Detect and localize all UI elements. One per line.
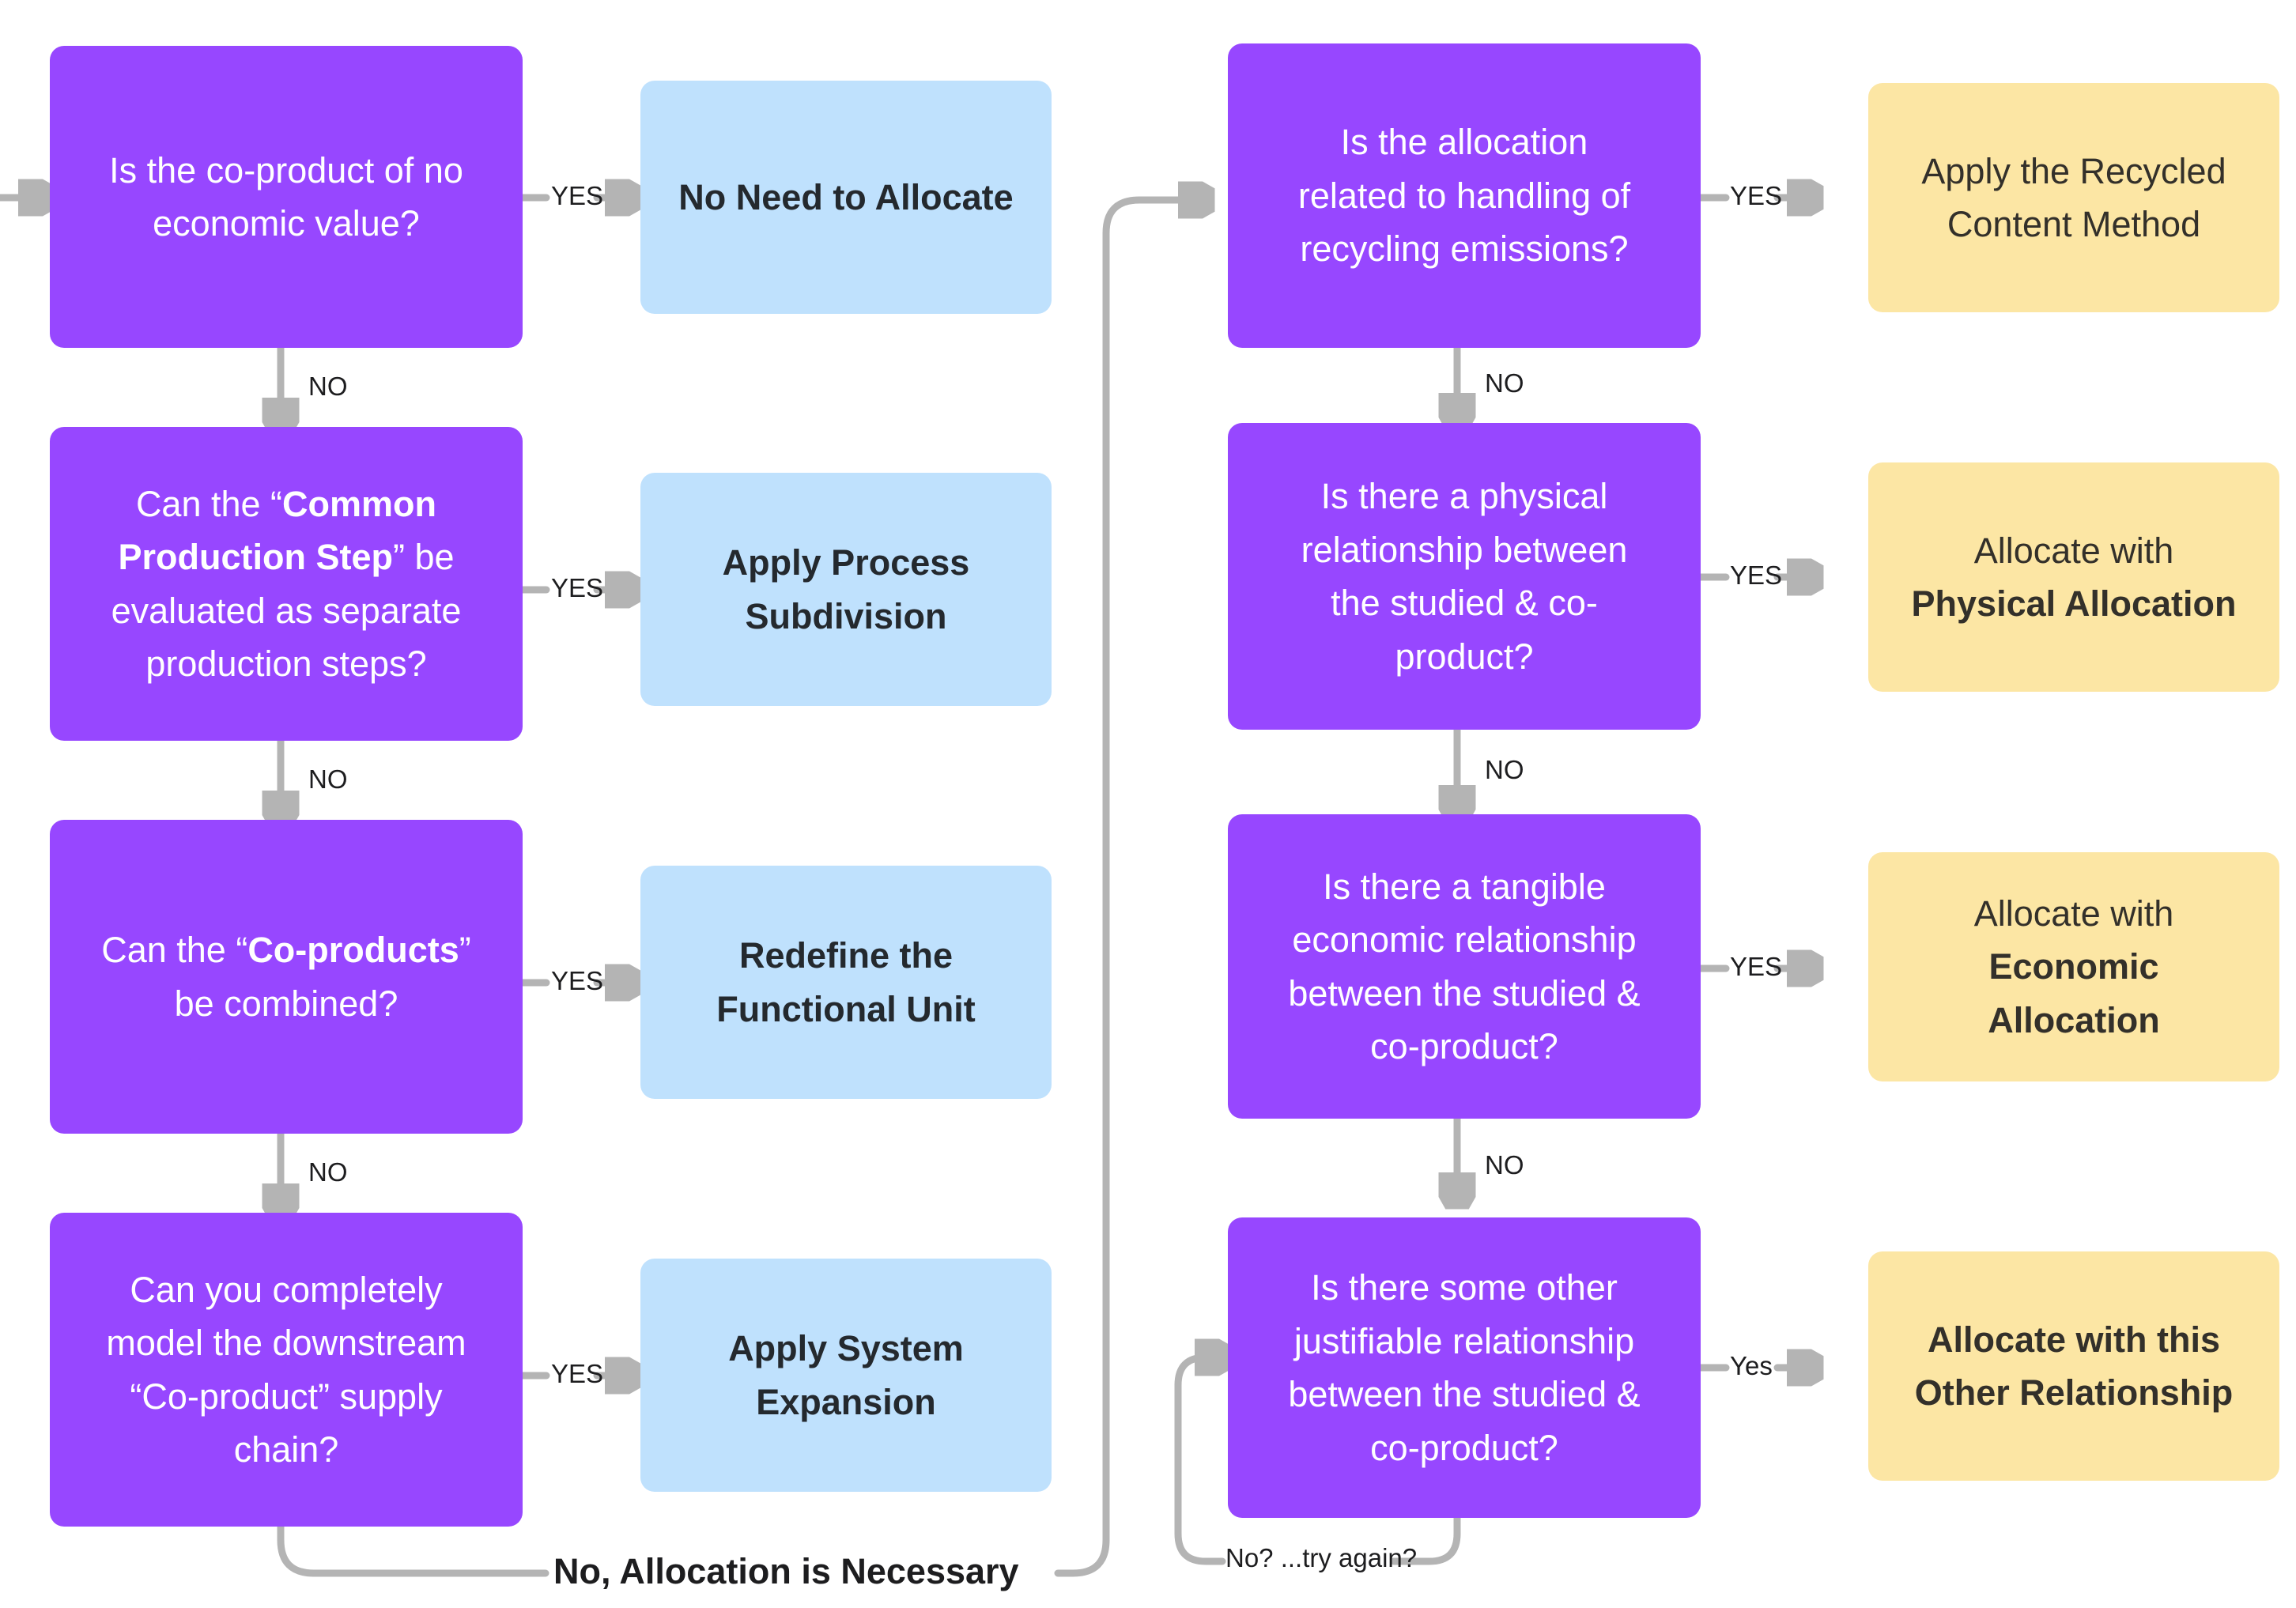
- question-co-products-combined-text: Can the “Co-products” be combined?: [70, 923, 502, 1030]
- q2-strong1: Common: [282, 483, 437, 524]
- o1-line1: No Need to Allocate: [678, 176, 1014, 217]
- outcome-allocate-other-relationship[interactable]: Allocate with this Other Relationship: [1868, 1251, 2279, 1481]
- q5-line2: related to handling of: [1297, 175, 1631, 216]
- o7-strong2: Allocation: [1988, 999, 2160, 1040]
- o8-strong2: Other Relationship: [1914, 1372, 2234, 1413]
- edge-label-no-5: NO: [1485, 368, 1524, 398]
- question-common-production-step[interactable]: Can the “Common Production Step” be eval…: [50, 427, 523, 741]
- outcome-apply-system-expansion[interactable]: Apply System Expansion: [640, 1259, 1052, 1492]
- o7-normal: Allocate with: [1973, 893, 2174, 934]
- q4-line2: model the downstream: [106, 1323, 466, 1363]
- question-physical-relationship-text: Is there a physical relationship between…: [1248, 470, 1680, 683]
- q3-strong: Co-products: [247, 930, 459, 970]
- q2-line3: evaluated as separate: [111, 590, 462, 631]
- question-other-justifiable-relationship-text: Is there some other justifiable relation…: [1248, 1261, 1680, 1474]
- o2-line2: Subdivision: [745, 595, 947, 636]
- q8-line3: between the studied &: [1288, 1374, 1641, 1414]
- question-physical-relationship[interactable]: Is there a physical relationship between…: [1228, 423, 1701, 730]
- q3-post: ”: [459, 930, 471, 970]
- o6-strong: Physical Allocation: [1911, 583, 2237, 624]
- outcome-redefine-functional-unit-text: Redefine the Functional Unit: [661, 929, 1031, 1036]
- question-tangible-economic-relationship-text: Is there a tangible economic relationshi…: [1248, 860, 1680, 1074]
- outcome-allocate-economic-allocation-text: Allocate with Economic Allocation: [1889, 887, 2259, 1047]
- outcome-no-need-to-allocate[interactable]: No Need to Allocate: [640, 81, 1052, 314]
- edge-label-yes-2: YES: [551, 573, 604, 602]
- o3-line2: Functional Unit: [716, 988, 976, 1029]
- edge-label-yes-7: YES: [1730, 952, 1783, 981]
- question-no-economic-value-text: Is the co-product of no economic value?: [70, 144, 502, 251]
- q2-post: ” be: [392, 537, 455, 577]
- edge-label-yes-8: Yes: [1730, 1351, 1773, 1380]
- q6-line2: relationship between: [1301, 529, 1628, 570]
- q4-line4: chain?: [233, 1429, 339, 1470]
- q1-line2: economic value?: [153, 203, 420, 243]
- question-co-products-combined[interactable]: Can the “Co-products” be combined?: [50, 820, 523, 1134]
- question-model-downstream-supply-chain-text: Can you completely model the downstream …: [70, 1263, 502, 1477]
- q3-pre: Can the “: [101, 930, 248, 970]
- edge-label-yes-1: YES: [551, 181, 604, 210]
- edge-label-yes-6: YES: [1730, 561, 1783, 590]
- edge-label-yes-5: YES: [1730, 181, 1783, 210]
- outcome-allocate-economic-allocation[interactable]: Allocate with Economic Allocation: [1868, 852, 2279, 1081]
- outcome-apply-recycled-content-method[interactable]: Apply the Recycled Content Method: [1868, 83, 2279, 312]
- question-recycling-emissions[interactable]: Is the allocation related to handling of…: [1228, 43, 1701, 348]
- q6-line4: product?: [1395, 636, 1534, 677]
- question-common-production-step-text: Can the “Common Production Step” be eval…: [70, 477, 502, 691]
- q6-line3: the studied & co-: [1331, 583, 1598, 623]
- o5-line2: Content Method: [1947, 204, 2201, 244]
- q6-line1: Is there a physical: [1320, 476, 1608, 516]
- question-recycling-emissions-text: Is the allocation related to handling of…: [1248, 115, 1680, 276]
- question-tangible-economic-relationship[interactable]: Is there a tangible economic relationshi…: [1228, 814, 1701, 1119]
- q8-line2: justifiable relationship: [1293, 1320, 1635, 1361]
- outcome-apply-system-expansion-text: Apply System Expansion: [661, 1322, 1031, 1429]
- o8-strong1: Allocate with this: [1927, 1319, 2221, 1360]
- q8-line1: Is there some other: [1311, 1267, 1618, 1308]
- o3-line1: Redefine the: [738, 935, 954, 976]
- outcome-apply-process-subdivision[interactable]: Apply Process Subdivision: [640, 473, 1052, 706]
- edge-label-no-7: NO: [1485, 1150, 1524, 1180]
- question-other-justifiable-relationship[interactable]: Is there some other justifiable relation…: [1228, 1217, 1701, 1518]
- q2-strong2: Production Step: [118, 537, 393, 577]
- edge-label-yes-3: YES: [551, 966, 604, 995]
- q2-pre: Can the “: [135, 483, 283, 524]
- outcome-no-need-to-allocate-text: No Need to Allocate: [661, 171, 1031, 225]
- q4-line1: Can you completely: [130, 1269, 443, 1310]
- q8-line4: co-product?: [1370, 1427, 1558, 1468]
- q7-line3: between the studied &: [1288, 972, 1641, 1013]
- outcome-apply-process-subdivision-text: Apply Process Subdivision: [661, 536, 1031, 643]
- outcome-allocate-other-relationship-text: Allocate with this Other Relationship: [1889, 1313, 2259, 1420]
- q7-line4: co-product?: [1370, 1026, 1558, 1066]
- outcome-allocate-physical-allocation-text: Allocate with Physical Allocation: [1889, 524, 2259, 631]
- o4-line2: Expansion: [756, 1381, 936, 1422]
- o7-strong1: Economic: [1988, 946, 2159, 987]
- q7-line1: Is there a tangible: [1323, 866, 1606, 907]
- edge-label-no-3: NO: [308, 1157, 348, 1187]
- q2-line4: production steps?: [145, 644, 427, 684]
- edge-label-try-again: No? ...try again?: [1225, 1543, 1418, 1572]
- edge-label-allocation-is-necessary: No, Allocation is Necessary: [553, 1551, 1019, 1591]
- q3-line2: be combined?: [174, 983, 398, 1024]
- outcome-apply-recycled-content-method-text: Apply the Recycled Content Method: [1889, 145, 2259, 251]
- q7-line2: economic relationship: [1292, 919, 1637, 960]
- q4-line3: “Co-product” supply: [130, 1376, 443, 1417]
- q1-line1: Is the co-product of no: [109, 149, 463, 191]
- edge-label-no-6: NO: [1485, 755, 1524, 784]
- o6-normal: Allocate with: [1973, 530, 2174, 571]
- question-no-economic-value[interactable]: Is the co-product of no economic value?: [50, 46, 523, 348]
- question-model-downstream-supply-chain[interactable]: Can you completely model the downstream …: [50, 1213, 523, 1527]
- edge-label-no-2: NO: [308, 764, 348, 794]
- edge-label-yes-4: YES: [551, 1359, 604, 1388]
- outcome-redefine-functional-unit[interactable]: Redefine the Functional Unit: [640, 866, 1052, 1099]
- o4-line1: Apply System: [728, 1328, 964, 1368]
- o5-line1: Apply the Recycled: [1921, 150, 2226, 191]
- edge-label-no-1: NO: [308, 372, 348, 401]
- q5-line1: Is the allocation: [1340, 122, 1588, 163]
- o2-line1: Apply Process: [722, 542, 970, 583]
- outcome-allocate-physical-allocation[interactable]: Allocate with Physical Allocation: [1868, 462, 2279, 692]
- q5-line3: recycling emissions?: [1300, 228, 1629, 270]
